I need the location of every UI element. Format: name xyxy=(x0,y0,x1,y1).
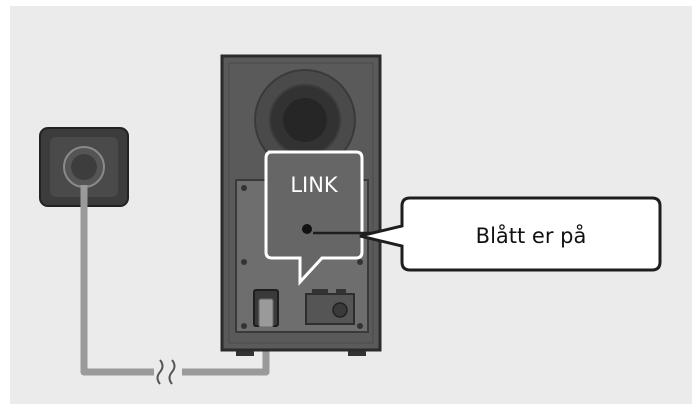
power-plug-icon xyxy=(253,289,279,328)
status-callout-text: Blått er på xyxy=(476,223,587,248)
link-led-icon xyxy=(302,224,312,234)
status-callout: Blått er på xyxy=(359,196,662,272)
cable-break-icon xyxy=(154,359,182,385)
wall-outlet-icon xyxy=(39,127,129,207)
link-port-label: LINK xyxy=(290,173,339,197)
link-zoom-callout: LINK xyxy=(264,150,364,286)
